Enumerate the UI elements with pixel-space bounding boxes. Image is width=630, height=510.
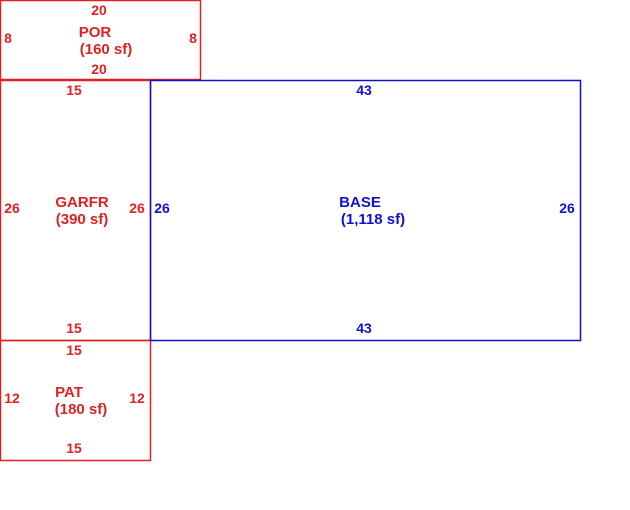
base-area: (1,118 sf) [341,211,405,228]
base-label: BASE [339,194,381,211]
por-dim-left: 8 [4,30,12,46]
base-dim-bottom: 43 [356,320,372,336]
base-outline [149,79,582,342]
area-pat: 15 12 12 PAT (180 sf) 15 [0,339,152,462]
garfr-dim-left: 26 [4,200,20,216]
area-base: 43 26 26 BASE (1,118 sf) 43 [149,79,582,342]
garfr-dim-top: 15 [66,82,82,98]
pat-area: (180 sf) [55,401,108,418]
por-outline [0,0,202,81]
pat-dim-bottom: 15 [66,440,82,456]
area-por: 20 8 8 POR (160 sf) 20 [0,0,202,81]
garfr-dim-right: 26 [129,200,145,216]
por-dim-bottom: 20 [91,61,107,77]
por-label: POR [79,24,112,41]
por-dim-right: 8 [189,30,197,46]
base-dim-top: 43 [356,82,372,98]
pat-outline [0,339,152,462]
garfr-area: (390 sf) [56,211,109,228]
pat-dim-left: 12 [4,390,20,406]
por-dim-top: 20 [91,2,107,18]
base-dim-right: 26 [559,200,575,216]
garfr-label: GARFR [55,194,108,211]
por-area: (160 sf) [80,41,133,58]
pat-label: PAT [55,384,83,401]
pat-dim-right: 12 [129,390,145,406]
pat-dim-top: 15 [66,342,82,358]
garfr-dim-bottom: 15 [66,320,82,336]
base-dim-left: 26 [154,200,170,216]
